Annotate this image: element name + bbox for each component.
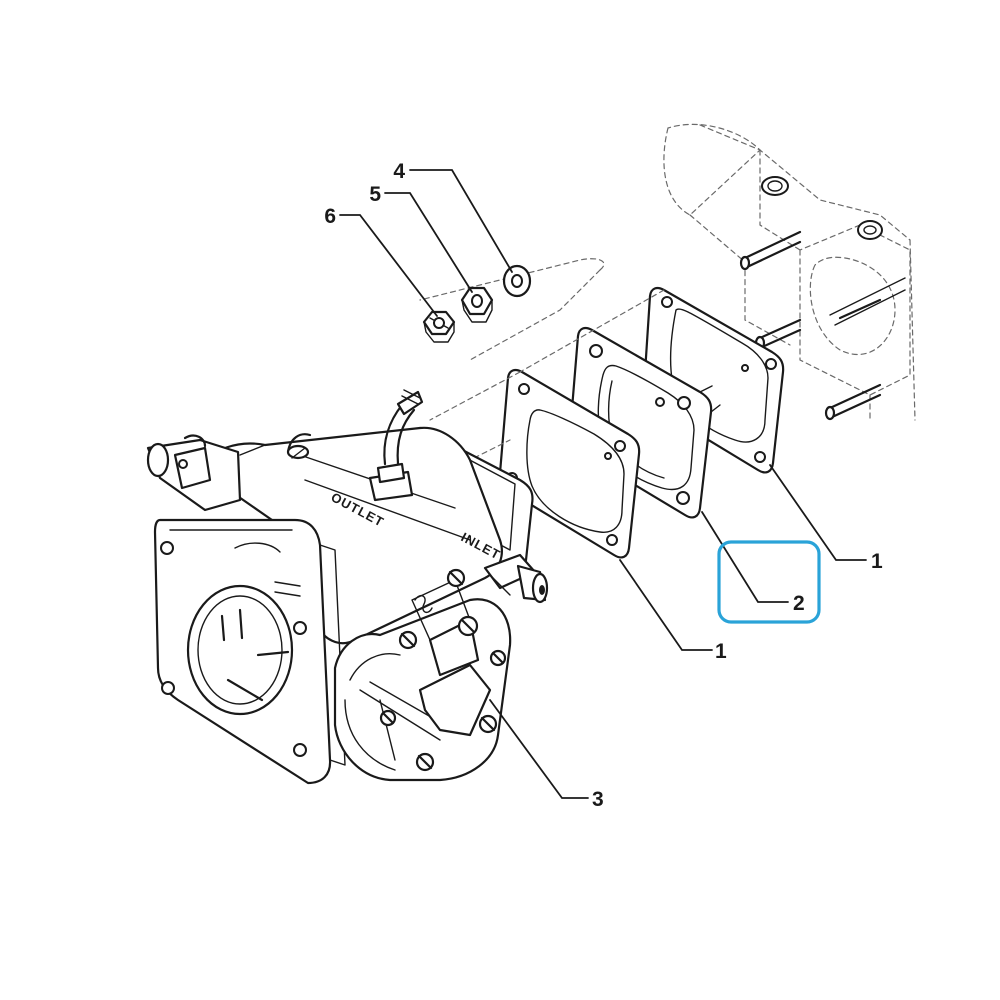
leader-lines (339, 169, 867, 799)
engine-manifold (663, 123, 916, 421)
callout-labels: 4 5 6 1 2 1 3 (324, 160, 883, 811)
callout-highlight-box (717, 540, 821, 624)
callout-4: 4 (393, 160, 405, 183)
side-fitting (483, 553, 549, 604)
spacer-block (568, 326, 721, 519)
callout-3: 3 (592, 788, 604, 811)
outlet-fitting (368, 389, 424, 502)
inlet-nipple (146, 434, 242, 512)
lock-nut (422, 310, 456, 343)
washer (502, 264, 532, 298)
hex-nut (460, 286, 494, 323)
callout-5: 5 (369, 183, 381, 206)
pump-body (153, 426, 534, 785)
manifold-port (857, 220, 883, 240)
callout-1-rear: 1 (871, 550, 883, 573)
cover-screws (379, 568, 507, 772)
manifold-port (761, 176, 789, 196)
callout-2: 2 (793, 592, 805, 615)
diaphragm-cover (333, 568, 512, 782)
top-clip (286, 433, 312, 460)
callout-1-front: 1 (715, 640, 727, 663)
callout-6: 6 (324, 205, 336, 228)
